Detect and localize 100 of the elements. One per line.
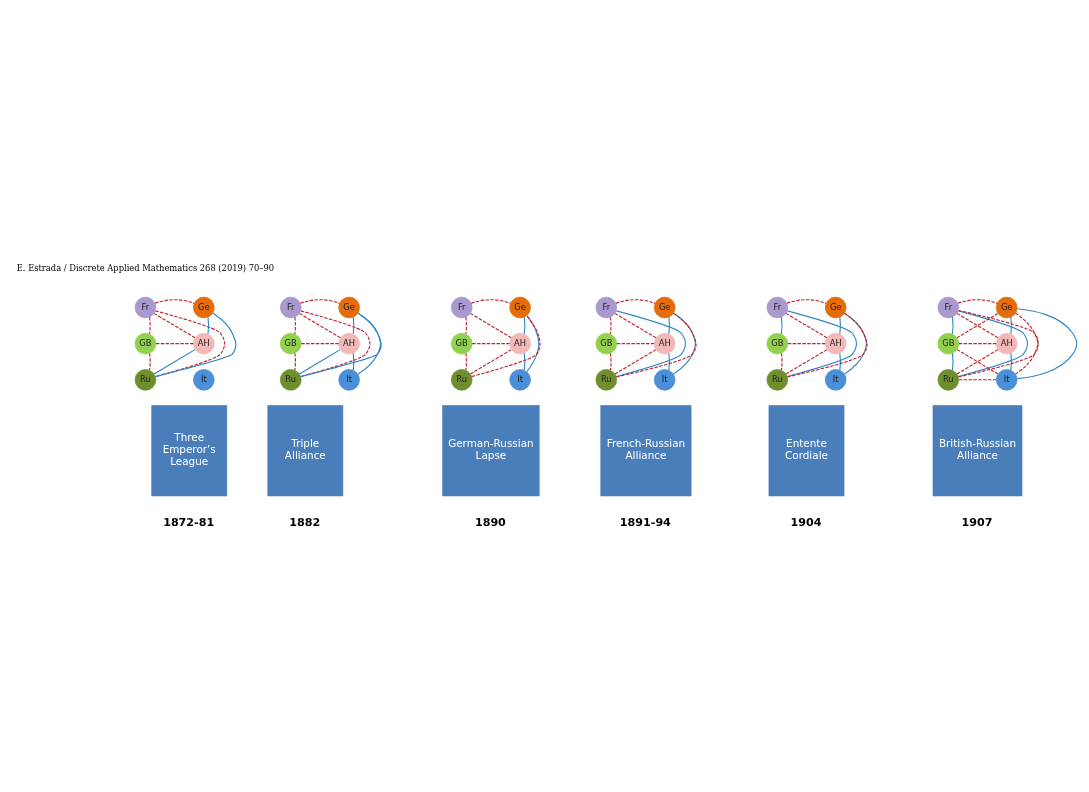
connector — [673, 312, 696, 375]
connector — [298, 348, 341, 374]
connector — [149, 316, 151, 334]
connector — [615, 309, 686, 377]
node-circle: AH — [193, 332, 215, 354]
connector — [154, 312, 237, 377]
connector — [615, 312, 697, 377]
node-circle: GB — [279, 332, 302, 354]
node-circle: GB — [937, 332, 960, 354]
node-circle: AH — [509, 332, 531, 354]
node-circle: Fr — [450, 296, 473, 318]
node-circle: Ge — [193, 296, 215, 318]
connector — [294, 316, 296, 334]
connector — [958, 378, 997, 380]
node-box: German-Russian Lapse — [442, 404, 540, 496]
connector — [465, 352, 467, 371]
node-circle: Ru — [134, 368, 157, 391]
node-circle: It — [824, 368, 847, 391]
node-circle: Ru — [450, 368, 473, 391]
connector — [299, 312, 341, 338]
node-circle: Fr — [595, 296, 618, 318]
node-label: 1872-81 — [163, 515, 215, 529]
connector — [471, 342, 511, 344]
connector — [149, 352, 151, 371]
connector — [839, 352, 841, 371]
connector — [1010, 316, 1012, 334]
node-circle: Ge — [653, 296, 676, 318]
connector — [614, 348, 657, 374]
node-circle: It — [653, 368, 676, 391]
connector — [951, 316, 954, 334]
node-circle: GB — [766, 332, 789, 354]
node-circle: GB — [134, 332, 157, 354]
connector — [786, 312, 868, 377]
node-label: 1891-94 — [619, 515, 671, 529]
node-circle: GB — [450, 332, 473, 354]
connector — [299, 298, 341, 304]
node-circle: It — [995, 368, 1018, 391]
node-box: Three Emperor’s League — [151, 404, 228, 496]
connector — [616, 342, 655, 344]
connector — [154, 309, 226, 377]
connector — [839, 316, 841, 334]
connector — [668, 316, 670, 334]
connector — [294, 352, 296, 371]
connector — [609, 352, 612, 371]
node-box: British-Russian Alliance — [932, 404, 1023, 496]
connector — [300, 342, 340, 344]
connector — [780, 352, 783, 371]
connector — [951, 352, 954, 371]
label: E. Estrada / Discrete Applied Mathematics 268 (2019) 70–90 — [16, 262, 275, 273]
connector — [786, 309, 857, 377]
connector — [153, 312, 196, 338]
connector — [785, 312, 828, 338]
connector — [300, 309, 371, 377]
node-circle: GB — [595, 332, 618, 354]
node-circle: Ru — [595, 368, 618, 391]
node-circle: It — [509, 368, 531, 391]
node-label: 1907 — [961, 515, 993, 529]
node-circle: Fr — [937, 296, 960, 318]
node-circle: Ge — [824, 296, 847, 318]
connector — [615, 298, 656, 304]
node-circle: Ru — [766, 368, 789, 391]
connector — [844, 312, 867, 375]
connector — [155, 342, 194, 344]
connector — [469, 348, 512, 374]
connector — [154, 298, 195, 304]
node-circle: Ru — [279, 368, 302, 391]
connector — [956, 348, 999, 374]
connector — [609, 316, 612, 334]
connector — [1010, 352, 1012, 371]
node-circle: Fr — [134, 296, 157, 318]
node-circle: It — [193, 368, 215, 391]
connector — [153, 348, 196, 374]
node-box: French-Russian Alliance — [600, 404, 692, 496]
connector — [470, 298, 512, 304]
node-box: Triple Alliance — [267, 404, 344, 496]
connector — [787, 342, 826, 344]
node-circle: Fr — [279, 296, 302, 318]
connector — [207, 316, 210, 334]
connector — [956, 312, 999, 338]
connector — [957, 309, 1028, 377]
node-circle: Fr — [766, 296, 789, 318]
node-circle: Ge — [995, 296, 1018, 318]
connector — [614, 312, 657, 338]
node-circle: AH — [653, 332, 676, 354]
connector — [786, 298, 827, 304]
node-label: 1882 — [289, 515, 321, 529]
node-circle: Ru — [937, 368, 960, 391]
connector — [465, 316, 467, 334]
node-circle: Ge — [338, 296, 360, 318]
connector — [526, 314, 540, 372]
node-circle: AH — [995, 332, 1018, 354]
connector — [1016, 307, 1078, 379]
node-circle: Ge — [509, 296, 531, 318]
connector — [957, 298, 998, 304]
node-label: 1890 — [474, 515, 506, 529]
node-box: Entente Cordiale — [768, 404, 845, 496]
node-label: 1904 — [790, 515, 822, 529]
connector — [470, 312, 512, 338]
connector — [958, 342, 997, 344]
node-circle: AH — [338, 332, 360, 354]
